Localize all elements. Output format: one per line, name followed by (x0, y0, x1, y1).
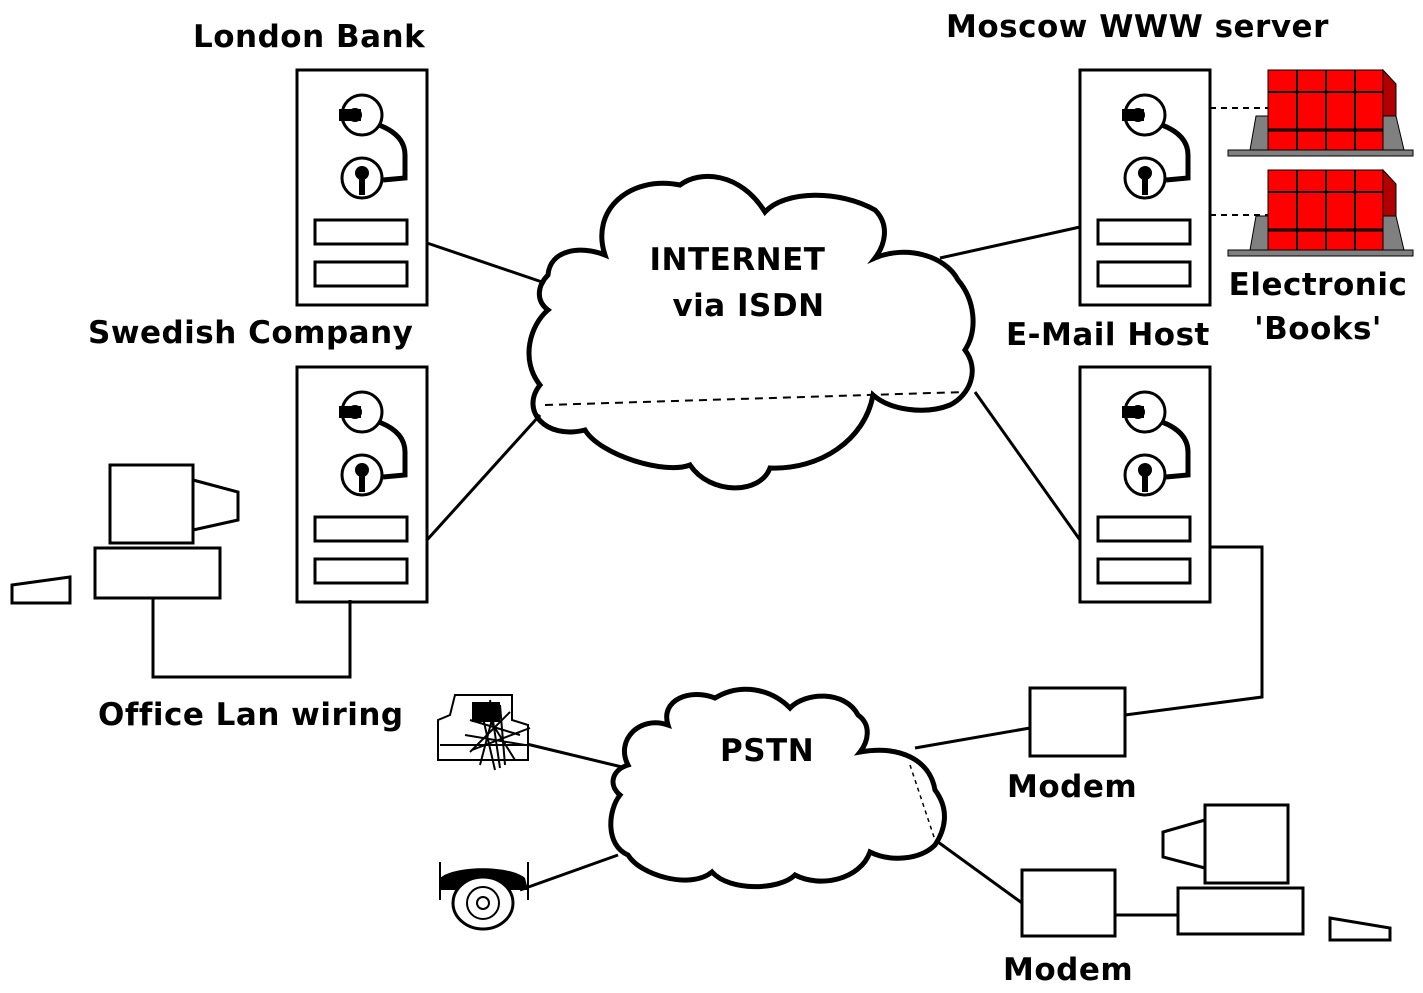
telephone-icon (439, 862, 529, 931)
pstn-cloud-icon (608, 686, 947, 890)
keyboard-icon (1328, 916, 1392, 942)
modem-label: Modem (1007, 769, 1138, 805)
fax-machine-icon (437, 694, 531, 771)
pstn-label: PSTN (720, 733, 815, 769)
bookshelf-icon (1226, 68, 1415, 158)
desktop-computer-icon (1161, 803, 1305, 936)
internet-cloud-icon (526, 173, 976, 491)
modem-label: Modem (1003, 952, 1134, 988)
connection-line (425, 413, 542, 542)
connection-line (939, 225, 1081, 260)
bookshelf-icon (1226, 168, 1415, 258)
swedish-company-server-icon (297, 367, 427, 602)
books-label: 'Books' (1254, 311, 1382, 347)
pstn-dashed-line (909, 764, 936, 841)
email-host-server-icon (1080, 367, 1210, 602)
keyboard-icon (10, 575, 72, 605)
connection-line (426, 241, 546, 285)
london-bank-server-icon (297, 70, 427, 305)
connection-line (519, 853, 619, 892)
connection-line (973, 391, 1082, 541)
london-bank-label: London Bank (193, 19, 426, 55)
email-host-label: E-Mail Host (1006, 317, 1210, 353)
electronic-label: Electronic (1228, 267, 1408, 303)
modem-icon (1020, 868, 1117, 938)
connection-line (937, 840, 1023, 905)
office-lan-label: Office Lan wiring (98, 697, 404, 733)
moscow-server-label: Moscow WWW server (946, 9, 1329, 45)
connection-line (1124, 545, 1264, 717)
desktop-computer-icon (93, 463, 240, 600)
via-isdn-label: via ISDN (672, 288, 825, 324)
office-lan-wiring-line (151, 597, 352, 679)
internet-label: INTERNET (649, 242, 826, 278)
isdn-dashed-line (544, 391, 966, 406)
modem-icon (1028, 686, 1127, 758)
moscow-server-icon (1080, 70, 1210, 305)
connection-line (914, 726, 1031, 750)
swedish-company-label: Swedish Company (88, 315, 414, 351)
